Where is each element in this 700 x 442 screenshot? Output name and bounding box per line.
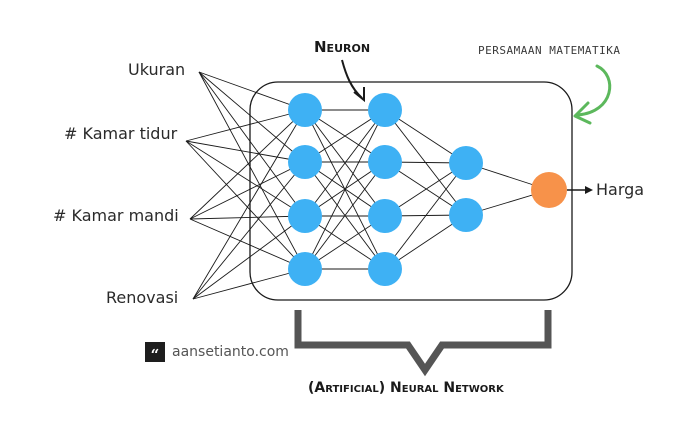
connection-input1-l0n2 [185,140,306,217]
watermark-logo: “ [145,342,165,364]
neuron-layer0-2 [288,199,322,233]
output-neuron [531,172,567,208]
neuron-pointer-arrow [341,59,363,99]
neuron-layer0-3 [288,252,322,286]
connection-input0-l0n2 [198,71,306,217]
neuron-layer2-0 [449,146,483,180]
neuron-layer2-1 [449,198,483,232]
output-label-harga: Harga [596,180,645,199]
connection-l0n3-l1n1 [304,161,386,270]
neuron-pointer-arrowhead [353,87,365,103]
connection-input1-l0n1 [185,140,306,163]
connection-input3-l0n0 [192,109,306,300]
equation-pointer-arrowhead [573,101,592,125]
neuron-layer0-0 [288,93,322,127]
neuron-layer1-0 [368,93,402,127]
connections [185,71,550,300]
neuron-layer1-1 [368,145,402,179]
neuron-annotation: Neuron [314,38,371,56]
neuron-layer1-3 [368,252,402,286]
network-boundary [249,81,573,301]
input-label-kamar-tidur: # Kamar tidur [64,124,178,143]
neuron-layer1-2 [368,199,402,233]
connection-l1n3-l2n0 [384,162,467,270]
connection-input2-l0n0 [189,109,306,220]
connection-l0n2-l1n0 [304,109,386,217]
neurons [288,93,567,286]
connection-l0n3-l1n0 [304,109,386,270]
watermark-text: aansetianto.com [172,344,289,360]
connection-input1-l0n3 [185,140,306,270]
equation-pointer-arrow [576,64,612,117]
output-arrowhead [585,186,593,194]
connection-input2-l0n2 [189,215,306,220]
connection-input3-l0n2 [192,215,306,300]
connection-input0-l0n1 [198,71,306,163]
network-caption: (Artificial) Neural Network [308,380,504,396]
input-label-renovasi: Renovasi [106,288,179,307]
connection-input3-l0n1 [192,161,306,300]
network-bracket [294,310,552,377]
connection-input2-l0n1 [189,161,306,220]
input-label-ukuran: Ukuran [128,60,186,79]
connection-input3-l0n3 [192,268,306,300]
connection-input2-l0n3 [189,218,306,270]
connection-input1-l0n0 [185,109,306,142]
input-label-kamar-mandi: # Kamar mandi [53,206,179,225]
connection-input0-l0n3 [198,71,306,270]
watermark: “ aansetianto.com [145,342,289,364]
equation-annotation: PERSAMAAN MATEMATIKA [478,44,621,57]
connection-input0-l0n0 [198,71,306,111]
neuron-layer0-1 [288,145,322,179]
